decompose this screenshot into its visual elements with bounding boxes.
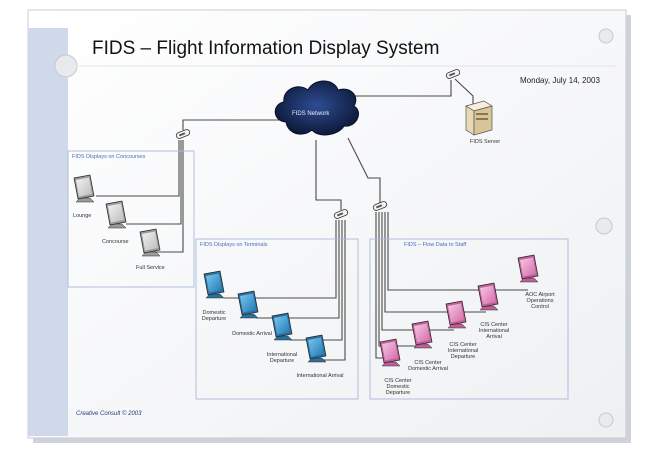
label-staff-3: CIS Center International Departure [447, 342, 479, 360]
group-label-terminals: FIDS Displays on Terminals [200, 242, 268, 248]
label-staff-2: CIS Center Domestic Arrival [408, 360, 448, 372]
line-cloud-server [330, 80, 452, 97]
label-domestic-departure: Domestic Departure [201, 310, 227, 322]
group-label-staff: FIDS – Flow Data to Staff [404, 242, 467, 248]
binder-hole-mid-right [595, 217, 613, 235]
network-lines [96, 78, 528, 361]
group-label-concourse: FIDS Displays on Concourses [72, 154, 146, 160]
hub-server [445, 69, 461, 79]
date-label: Monday, July 14, 2003 [520, 76, 600, 85]
label-staff-1: CIS Center Domestic Departure [384, 378, 412, 396]
label-full-service: Full Service [136, 265, 165, 271]
monitor-staff-3 [445, 300, 467, 329]
line-cloud-staff-hub [347, 137, 381, 203]
label-international-departure: International Departure [266, 352, 298, 364]
line-concourse-trunk [154, 140, 184, 253]
monitor-domestic-departure [203, 270, 225, 299]
line-terminal-1 [224, 220, 337, 299]
page-title: FIDS – Flight Information Display System [92, 38, 440, 59]
line-cloud-terminal-hub [315, 140, 342, 210]
label-concourse: Concourse [102, 239, 129, 245]
monitor-staff-2 [411, 320, 433, 349]
monitor-lounge [73, 174, 95, 203]
group-box-concourse [67, 150, 195, 288]
page-side-bar [28, 28, 68, 436]
label-staff-5: AOC Airport Operations Control [525, 292, 555, 310]
binder-hole-top-right [598, 28, 614, 44]
binder-hole-bottom-right [598, 412, 614, 428]
group-box-terminals [195, 238, 359, 400]
hub-staff [372, 201, 388, 211]
monitor-staff-1 [379, 338, 401, 367]
network-label: FIDS Network [292, 111, 330, 117]
monitor-full-service [139, 228, 161, 257]
monitor-staff-5 [517, 254, 539, 283]
line-terminal-4 [324, 220, 346, 361]
monitor-concourse [105, 200, 127, 229]
binder-hole-left [54, 54, 78, 78]
label-international-arrival: International Arrival [296, 373, 344, 379]
line-hub-server [454, 78, 474, 104]
monitor-domestic-arrival [237, 290, 259, 319]
server-tower-icon [465, 100, 493, 136]
monitor-staff-4 [477, 282, 499, 311]
hub-left [175, 129, 191, 139]
label-staff-4: CIS Center International Arrival [478, 322, 510, 340]
monitor-international-arrival [305, 334, 327, 363]
line-concourse-1 [96, 140, 180, 197]
footer-credit: Creative Consult © 2003 [76, 411, 142, 417]
label-domestic-arrival: Domestic Arrival [232, 331, 272, 337]
network-cloud [274, 80, 359, 136]
server-label: FIDS Server [470, 139, 501, 145]
monitor-international-departure [271, 312, 293, 341]
line-staff-2 [378, 212, 418, 347]
group-box-staff [369, 238, 569, 400]
line-concourse-2 [126, 140, 182, 225]
line-cloud-left-hub [182, 119, 294, 130]
hub-terminals [333, 209, 349, 219]
label-lounge: Lounge [73, 213, 92, 219]
monitors-layer [73, 174, 539, 367]
